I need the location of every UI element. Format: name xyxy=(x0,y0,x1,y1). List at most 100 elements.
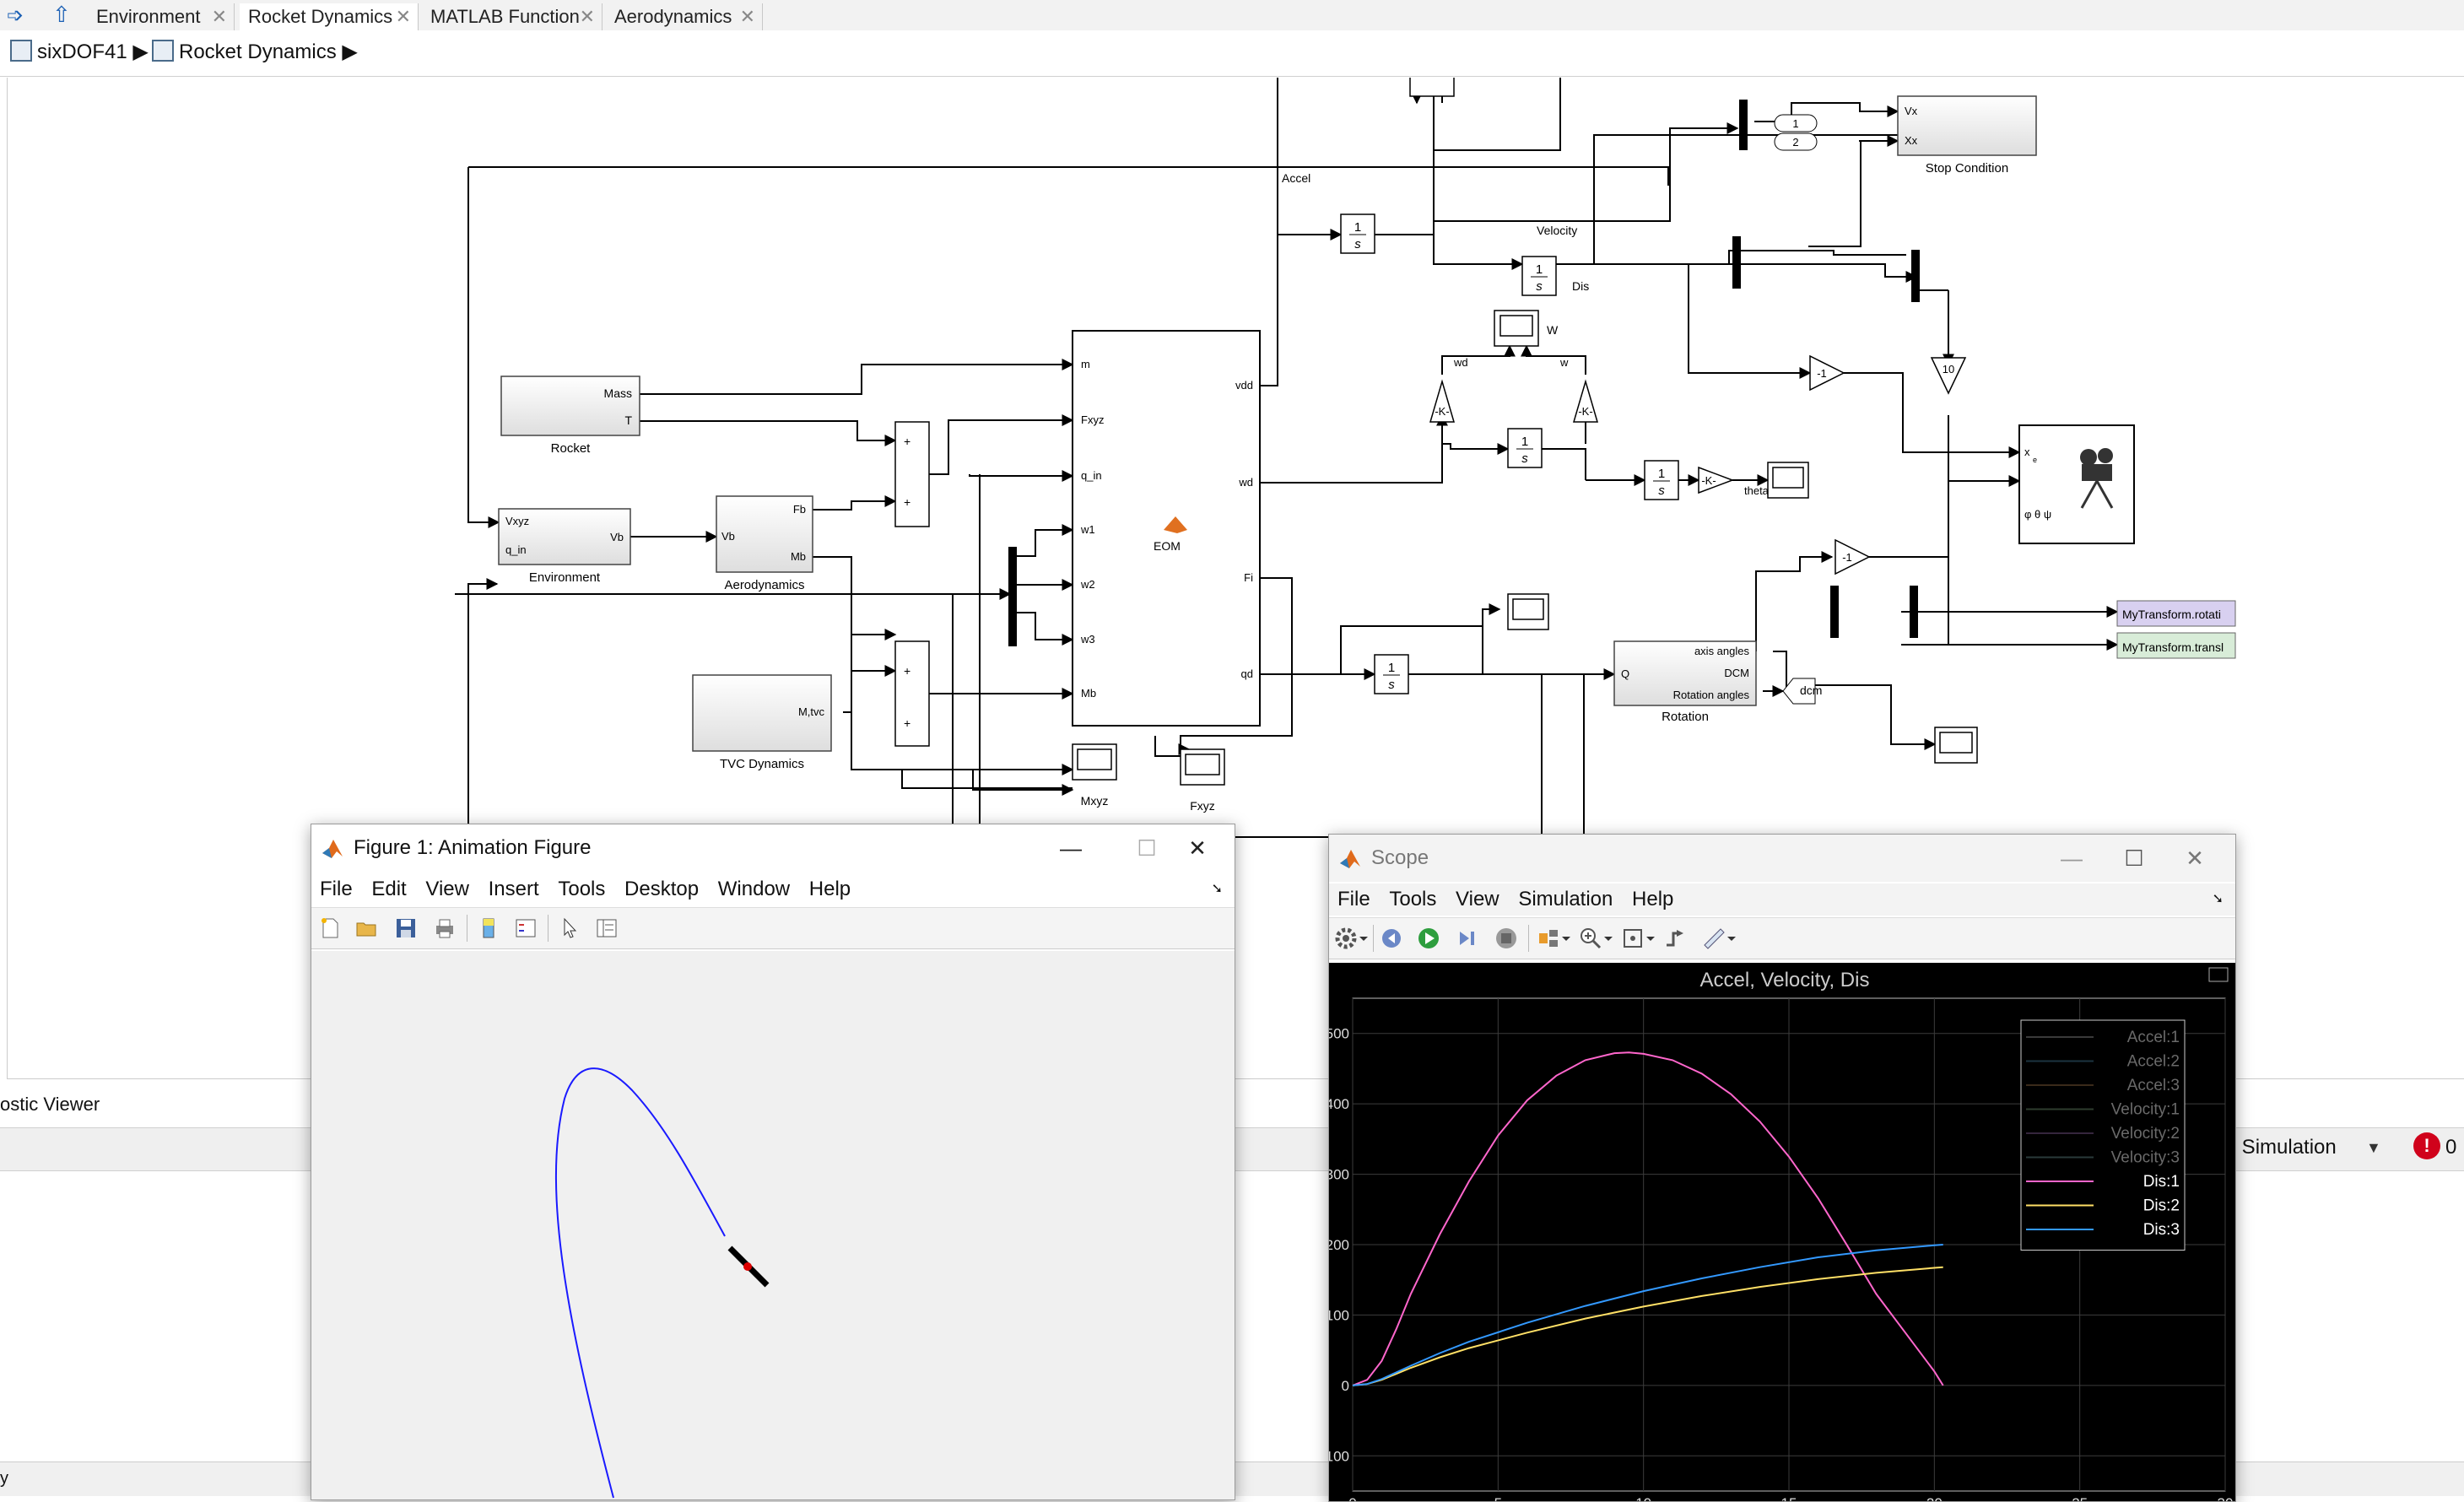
aerodynamics-block[interactable]: Vb Fb Mb Aerodynamics xyxy=(716,495,813,592)
close-button[interactable]: ✕ xyxy=(1188,835,1207,861)
integrator-w[interactable]: 1 s xyxy=(1507,428,1543,468)
menu-help[interactable]: Help xyxy=(1632,888,1674,910)
gain-k-left[interactable]: -K- xyxy=(1429,379,1455,423)
animation-axes[interactable] xyxy=(311,951,1235,1499)
menu-tools[interactable]: Tools xyxy=(1389,888,1437,910)
menu-file[interactable]: File xyxy=(1337,888,1370,910)
mux-stop[interactable] xyxy=(1739,100,1748,150)
measurements-icon[interactable] xyxy=(1702,927,1726,950)
step-forward-icon[interactable] xyxy=(1456,927,1479,950)
eom-block[interactable]: m Fxyz q_in w1 w2 w3 Mb vdd wd Fi qd EOM xyxy=(1072,330,1261,727)
stop-condition-block[interactable]: Vx Xx Stop Condition xyxy=(1897,95,2037,176)
new-figure-icon[interactable] xyxy=(318,916,342,940)
trajectory-plot[interactable] xyxy=(311,951,1235,1499)
rotation-block[interactable]: Q axis angles DCM Rotation angles Rotati… xyxy=(1613,640,1757,724)
close-tab-icon[interactable]: ✕ xyxy=(211,6,227,27)
signal-highlight-icon[interactable] xyxy=(1537,927,1560,950)
menu-edit[interactable]: Edit xyxy=(371,878,407,900)
menu-view[interactable]: View xyxy=(425,878,469,900)
tab-environment[interactable]: Environment✕ xyxy=(88,3,235,30)
mux-constants[interactable]: 1 2 xyxy=(1774,114,1818,151)
menu-help[interactable]: Help xyxy=(808,878,851,900)
menu-tools[interactable]: Tools xyxy=(558,878,606,900)
legend-entry[interactable]: Accel:3 xyxy=(2127,1077,2180,1094)
scope-blocks[interactable] xyxy=(1072,78,1978,786)
scope-title-bar[interactable]: Scope — ☐ ✕ xyxy=(1329,835,2235,882)
step-back-icon[interactable] xyxy=(1380,927,1403,950)
stop-icon[interactable] xyxy=(1494,927,1518,950)
scope-window[interactable]: Scope — ☐ ✕ File Tools View Simulation H… xyxy=(1328,834,2236,1502)
breadcrumb-item-model[interactable]: sixDOF41 ▶ xyxy=(10,39,149,66)
transform-translation-block[interactable]: MyTransform.transl xyxy=(2116,632,2236,659)
menu-window[interactable]: Window xyxy=(717,878,791,900)
menu-file[interactable]: File xyxy=(320,878,353,900)
sum-block-moment[interactable]: + + xyxy=(894,640,930,747)
mux-dis[interactable] xyxy=(1732,236,1741,289)
gain-ten[interactable]: 10 xyxy=(1930,357,1967,395)
undock-axes-icon[interactable] xyxy=(2208,967,2229,982)
gain-k-right[interactable]: -K- xyxy=(1573,379,1598,423)
tab-matlab-function[interactable]: MATLAB Function✕ xyxy=(422,3,602,30)
legend-entry[interactable]: Velocity:2 xyxy=(2111,1125,2180,1143)
maximize-button[interactable]: ☐ xyxy=(2124,846,2144,871)
save-icon[interactable] xyxy=(394,916,418,940)
gain-neg1-upper[interactable]: -1 xyxy=(1809,354,1845,392)
open-folder-icon[interactable] xyxy=(355,916,379,940)
environment-block[interactable]: Vxyz q_in Vb Environment xyxy=(498,508,631,585)
close-tab-icon[interactable]: ✕ xyxy=(739,6,755,27)
legend-entry[interactable]: Dis:1 xyxy=(2143,1173,2180,1191)
close-tab-icon[interactable]: ✕ xyxy=(395,6,411,27)
close-tab-icon[interactable]: ✕ xyxy=(579,6,595,27)
menu-insert[interactable]: Insert xyxy=(488,878,539,900)
scope-chart[interactable]: Accel, Velocity, Dis 051015202530-100010… xyxy=(1329,963,2235,1501)
fit-to-view-icon[interactable] xyxy=(1621,927,1645,950)
legend-icon[interactable] xyxy=(514,916,538,940)
mux-rot[interactable] xyxy=(1830,586,1839,638)
up-folder-icon[interactable]: ⇧ xyxy=(52,2,71,27)
demux-dis[interactable] xyxy=(1911,250,1920,302)
legend-entry[interactable]: Dis:3 xyxy=(2143,1221,2180,1239)
figure-title-bar[interactable]: Figure 1: Animation Figure — ☐ ✕ xyxy=(311,824,1235,872)
zoom-in-icon[interactable] xyxy=(1579,927,1602,950)
maximize-button[interactable]: ☐ xyxy=(1137,835,1157,861)
forward-arrow-icon[interactable]: ➩ xyxy=(7,4,24,27)
run-icon[interactable] xyxy=(1417,927,1440,950)
figure-window[interactable]: Figure 1: Animation Figure — ☐ ✕ File Ed… xyxy=(311,824,1235,1500)
integrator-velocity[interactable]: 1 s xyxy=(1521,256,1557,296)
simulation-mode-label[interactable]: n: Simulation xyxy=(2219,1136,2337,1159)
gain-k-theta[interactable]: -K- xyxy=(1698,466,1735,494)
sum-block-force[interactable]: + + xyxy=(894,421,930,527)
tab-rocket-dynamics[interactable]: Rocket Dynamics✕ xyxy=(240,3,419,30)
menu-simulation[interactable]: Simulation xyxy=(1518,888,1613,910)
tab-aerodynamics[interactable]: Aerodynamics✕ xyxy=(606,3,763,30)
menu-desktop[interactable]: Desktop xyxy=(624,878,700,900)
rocket-block[interactable]: Mass T Rocket xyxy=(500,376,640,456)
breadcrumb-item-subsystem[interactable]: Rocket Dynamics ▶ xyxy=(152,39,358,66)
chart-legend[interactable]: Accel:1Accel:2Accel:3Velocity:1Velocity:… xyxy=(2020,1019,2186,1251)
dcm-goto-tag[interactable]: dcm xyxy=(1782,678,1822,705)
dock-arrow-icon[interactable]: ➘ xyxy=(1211,882,1223,896)
legend-entry[interactable]: Accel:1 xyxy=(2127,1029,2180,1046)
gain-neg1-lower[interactable]: -1 xyxy=(1834,538,1871,575)
integrator-qd[interactable]: 1 s xyxy=(1374,654,1409,694)
tvc-dynamics-block[interactable]: M,tvc TVC Dynamics xyxy=(692,674,832,771)
error-icon[interactable]: ! xyxy=(2413,1132,2440,1159)
menu-view[interactable]: View xyxy=(1456,888,1499,910)
chevron-down-icon[interactable] xyxy=(1358,927,1370,950)
mux-bar[interactable] xyxy=(1008,547,1017,646)
legend-entry[interactable]: Accel:2 xyxy=(2127,1053,2180,1071)
animation-camera-block[interactable]: x e φ θ ψ xyxy=(2018,424,2135,544)
gear-icon[interactable] xyxy=(1334,927,1358,950)
chevron-down-icon[interactable] xyxy=(1726,927,1737,950)
legend-entry[interactable]: Velocity:3 xyxy=(2111,1149,2180,1167)
pointer-arrow-icon[interactable] xyxy=(558,916,581,940)
block-diagram[interactable]: Mass T Rocket Vxyz q_in Vb Environment V… xyxy=(8,78,2464,1078)
print-icon[interactable] xyxy=(433,916,457,940)
chevron-down-icon[interactable] xyxy=(1645,927,1656,950)
minimize-button[interactable]: — xyxy=(1060,835,1082,861)
close-button[interactable]: ✕ xyxy=(2186,846,2204,871)
demux-rot[interactable] xyxy=(1910,586,1918,638)
colorbar-icon[interactable] xyxy=(477,916,500,940)
property-inspector-icon[interactable] xyxy=(595,916,619,940)
integrator-theta[interactable]: 1 s xyxy=(1644,460,1679,500)
